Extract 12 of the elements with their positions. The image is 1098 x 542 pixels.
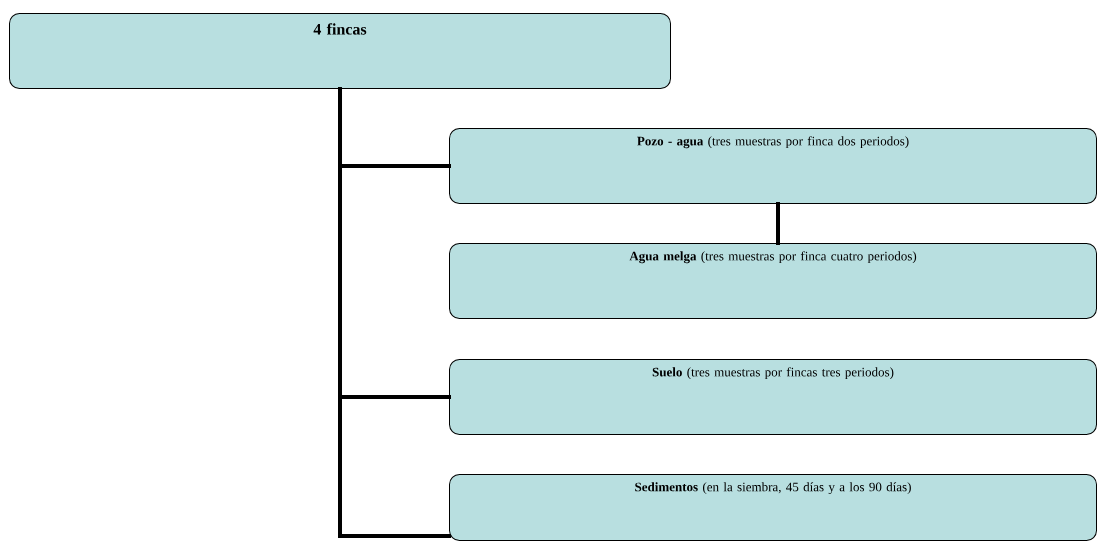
box-text: Agua melga (tres muestras por finca cuatro periodos) — [629, 251, 917, 264]
box-text: Suelo (tres muestras por fincas tres periodos) — [652, 367, 894, 380]
sample-box — [449, 474, 1097, 541]
box-text: Sedimentos (en la siembra, 45 días y a los 90 días) — [635, 482, 911, 495]
sample-box — [449, 359, 1097, 435]
connector-line — [776, 202, 780, 245]
sample-box — [449, 243, 1097, 319]
box-text: 4 fincas — [313, 23, 367, 35]
connector-line — [338, 87, 451, 538]
box-text: Pozo - agua (tres muestras por finca dos periodos) — [637, 136, 909, 149]
sample-box — [449, 128, 1097, 204]
title-box — [9, 13, 671, 89]
